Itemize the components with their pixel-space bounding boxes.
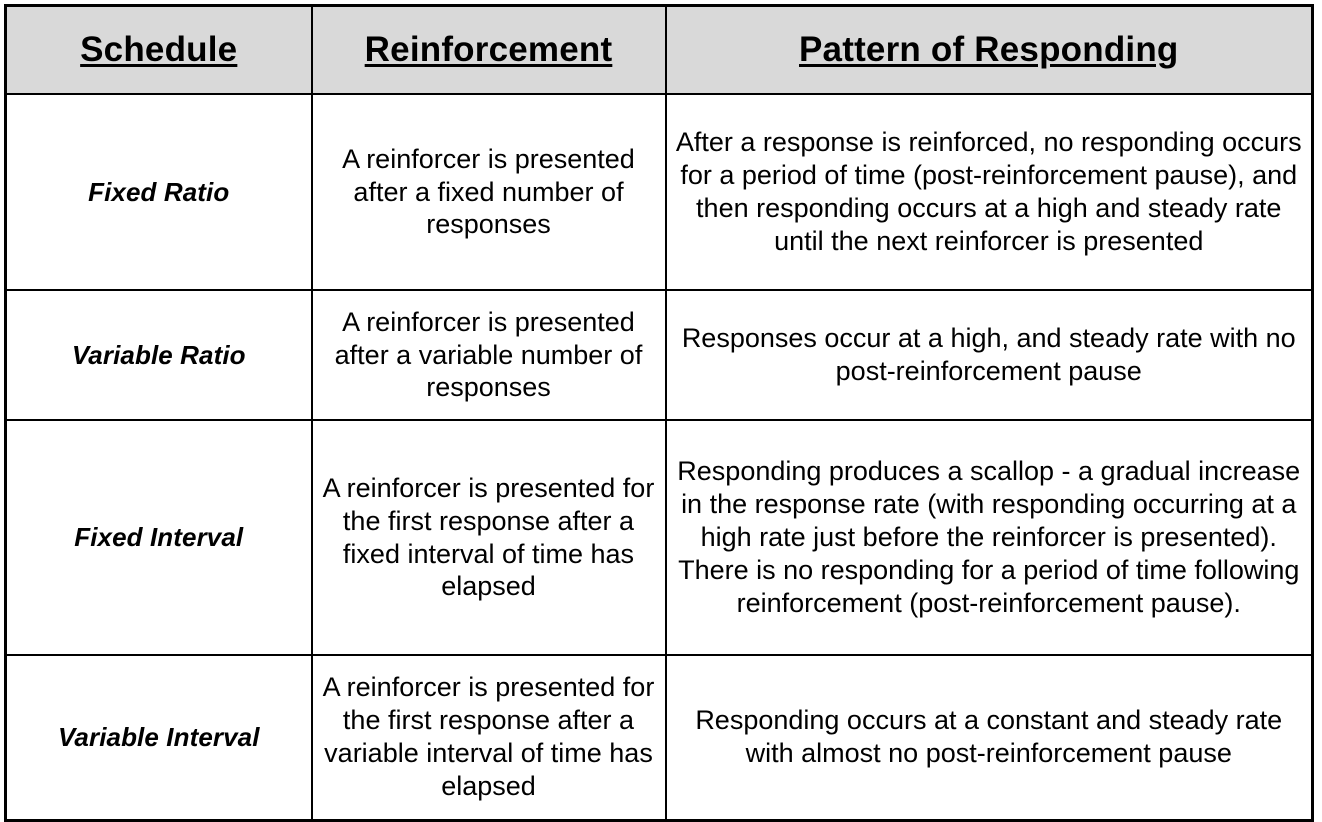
cell-reinforcement: A reinforcer is presented for the first … (310, 654, 667, 821)
cell-pattern: Responses occur at a high, and steady ra… (664, 289, 1314, 421)
table-header: Schedule Reinforcement Pattern of Respon… (4, 4, 1314, 95)
cell-schedule: Variable Interval (4, 654, 313, 821)
cell-pattern: Responding produces a scallop - a gradua… (664, 419, 1314, 656)
cell-schedule: Fixed Interval (4, 419, 313, 656)
reinforcement-schedules-table: Schedule Reinforcement Pattern of Respon… (4, 4, 1314, 822)
cell-pattern: Responding occurs at a constant and stea… (664, 654, 1314, 821)
cell-schedule: Fixed Ratio (4, 93, 313, 291)
column-header-pattern-label: Pattern of Responding (799, 29, 1179, 69)
cell-reinforcement: A reinforcer is presented after a variab… (310, 289, 667, 421)
header-row: Schedule Reinforcement Pattern of Respon… (4, 4, 1314, 95)
table-row: Fixed Ratio A reinforcer is presented af… (4, 93, 1314, 291)
table-body: Fixed Ratio A reinforcer is presented af… (4, 93, 1314, 821)
column-header-schedule: Schedule (4, 4, 313, 95)
cell-reinforcement: A reinforcer is presented for the first … (310, 419, 667, 656)
cell-schedule: Variable Ratio (4, 289, 313, 421)
table-row: Variable Ratio A reinforcer is presented… (4, 289, 1314, 421)
table-row: Variable Interval A reinforcer is presen… (4, 654, 1314, 821)
column-header-reinforcement: Reinforcement (310, 4, 667, 95)
cell-pattern: After a response is reinforced, no respo… (664, 93, 1314, 291)
column-header-reinforcement-label: Reinforcement (364, 29, 613, 69)
column-header-pattern: Pattern of Responding (664, 4, 1314, 95)
column-header-schedule-label: Schedule (80, 29, 238, 69)
table-row: Fixed Interval A reinforcer is presented… (4, 419, 1314, 656)
cell-reinforcement: A reinforcer is presented after a fixed … (310, 93, 667, 291)
